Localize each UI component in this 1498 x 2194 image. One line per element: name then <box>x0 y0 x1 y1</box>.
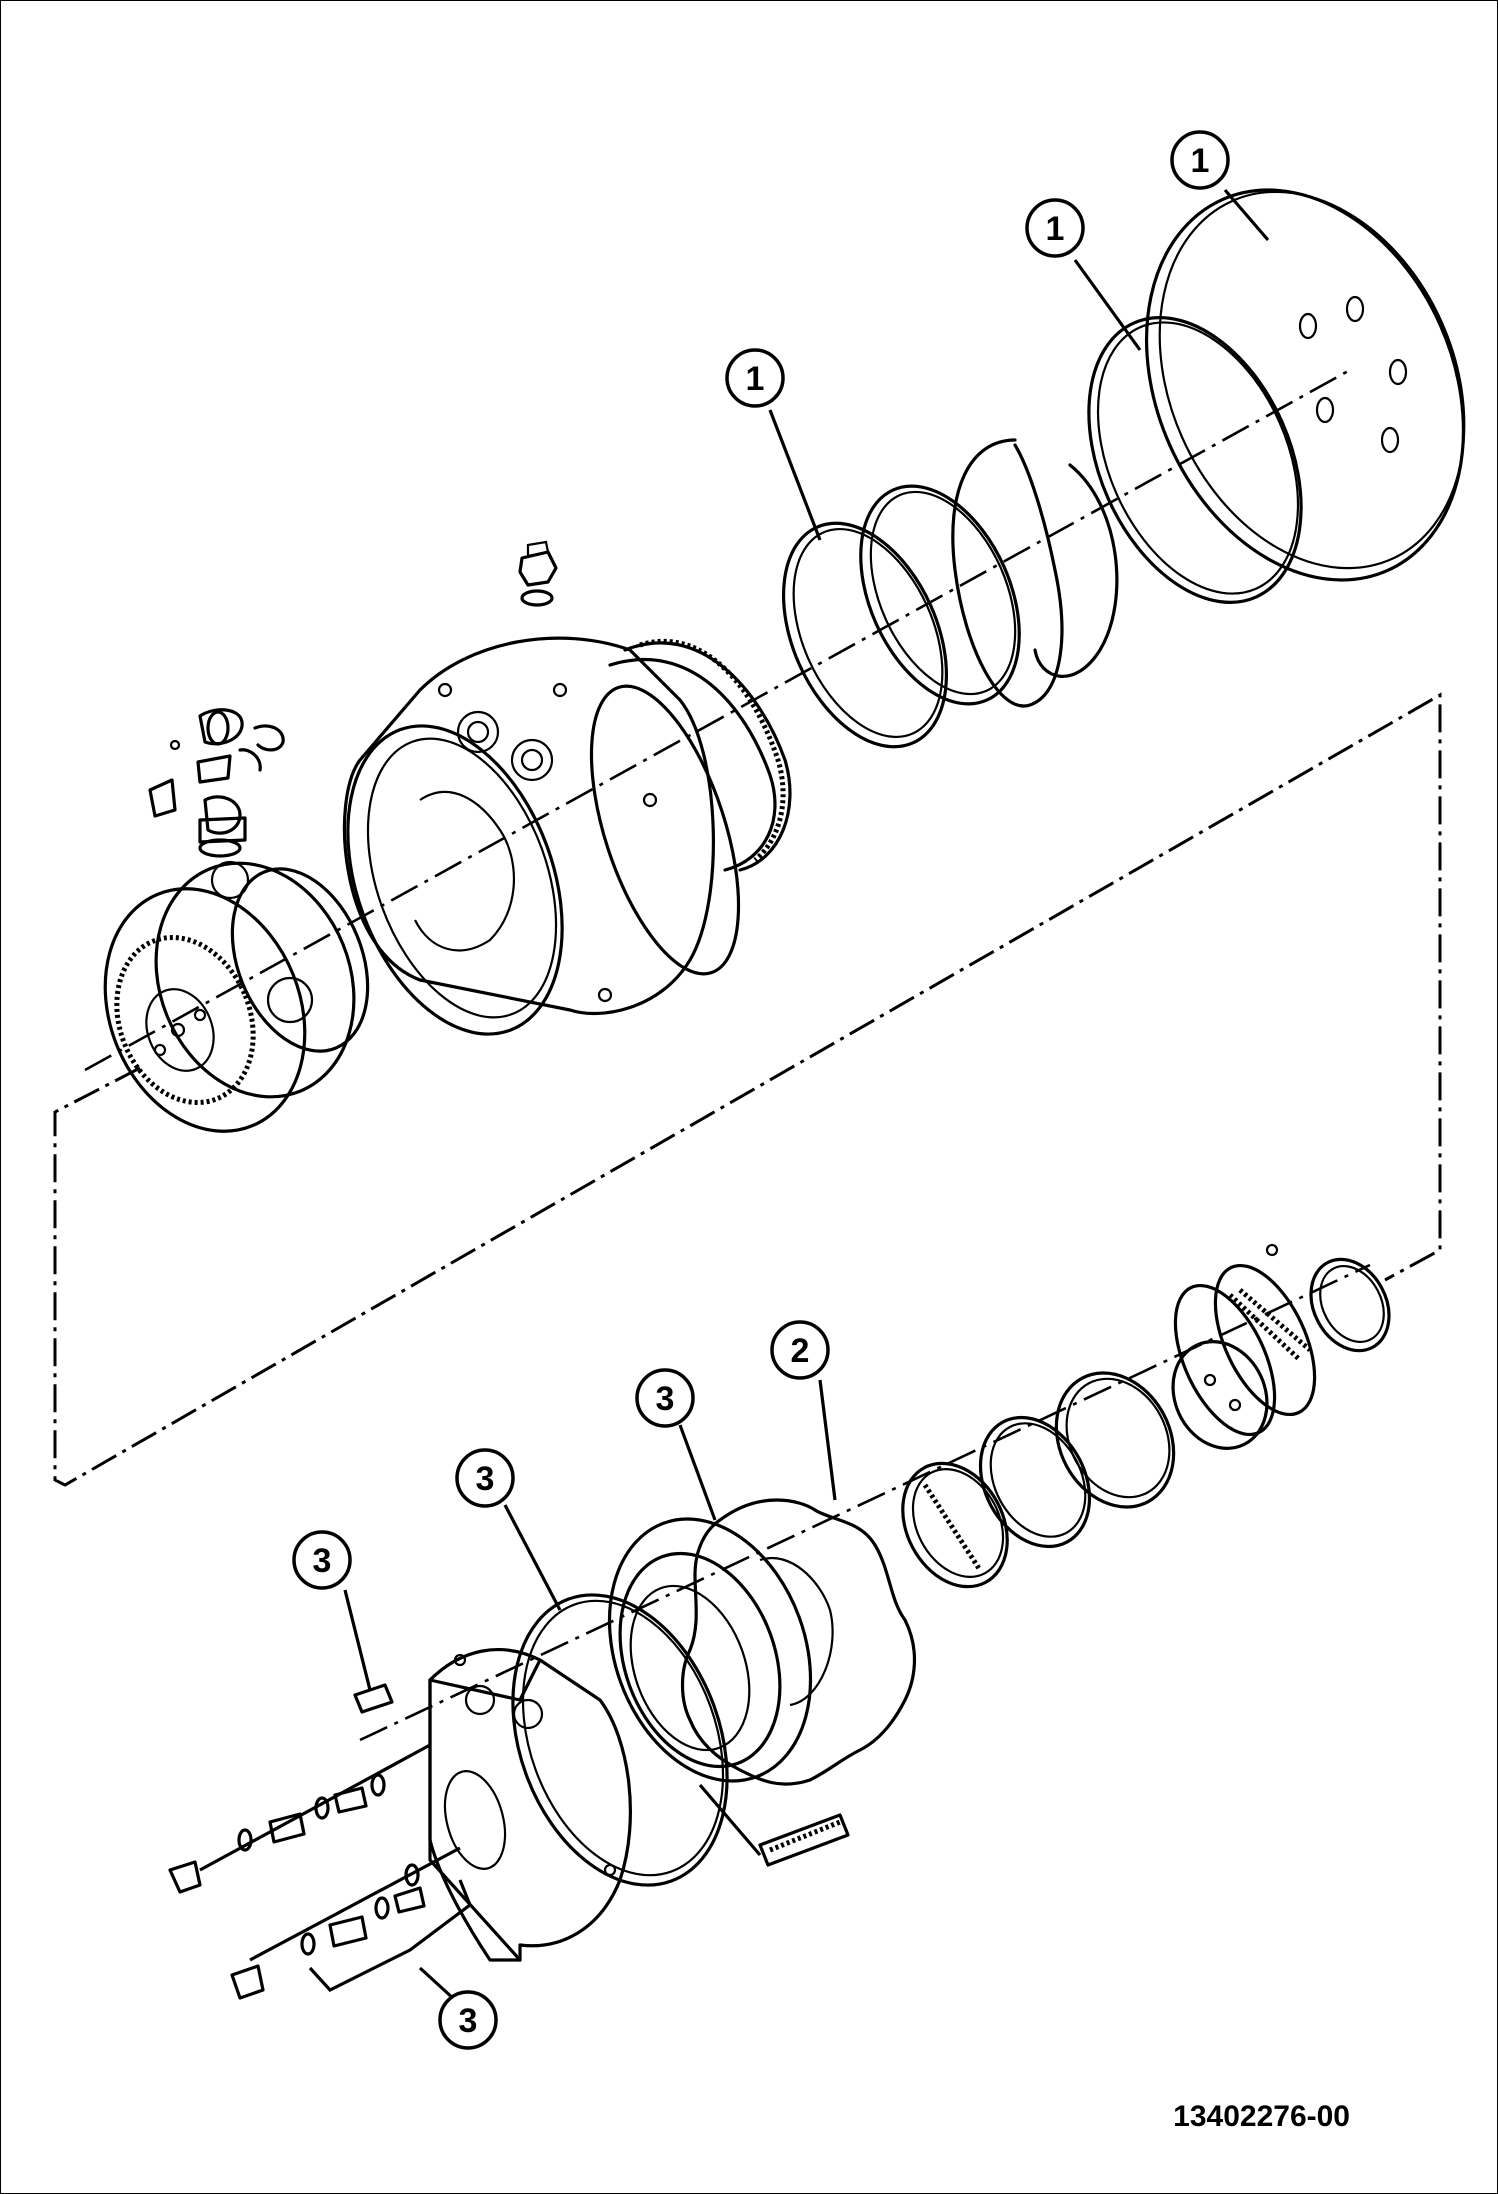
callout-3c-label: 3 <box>476 1460 495 1498</box>
callout-1c: 1 <box>725 348 822 541</box>
gerotor-seal <box>680 1498 916 1786</box>
callout-3a-label: 2 <box>791 1332 810 1370</box>
small-parts-kit <box>148 708 285 858</box>
plug-fitting <box>518 540 558 607</box>
callout-1a-label: 1 <box>1191 142 1210 180</box>
thrust-ring-2 <box>978 1415 1092 1549</box>
split-ring-2 <box>951 438 1064 708</box>
seal-ring-a <box>859 484 1021 706</box>
callout-1c-label: 1 <box>746 360 765 398</box>
cap-screw-long <box>698 1783 850 1867</box>
relief-valve-stack-1 <box>168 1743 431 1894</box>
snap-ring <box>1309 1257 1391 1353</box>
callout-3c: 3 <box>455 1448 562 1611</box>
wear-plate <box>607 1517 813 1783</box>
callout-2-bracket <box>308 1879 472 1992</box>
callout-1a: 1 <box>1170 130 1270 242</box>
port-housing <box>428 1648 633 1962</box>
callout-1b: 1 <box>1025 198 1142 351</box>
o-ring-large <box>1087 316 1303 604</box>
o-ring-lower <box>511 1593 729 1887</box>
drive-hub <box>103 860 370 1133</box>
callout-2: 3 <box>418 1966 498 2050</box>
callout-3d-label: 3 <box>313 1542 332 1580</box>
needle-bearing <box>608 638 792 872</box>
callout-3a: 2 <box>770 1320 837 1501</box>
callout-2-label: 3 <box>459 2002 478 2040</box>
split-ring-1 <box>1033 463 1119 678</box>
cap-screw-small <box>353 1683 394 1714</box>
callout-3b-label: 3 <box>656 1380 675 1418</box>
assembly-connector-line <box>53 692 1442 1487</box>
callout-1b-label: 1 <box>1046 210 1065 248</box>
lower-center-axis <box>359 1263 1371 1742</box>
thrust-ring-3 <box>901 1461 1009 1589</box>
lower-assembly <box>168 1243 1391 2000</box>
upper-assembly <box>53 188 1466 1487</box>
document-number: 13402276-00 <box>1173 2100 1350 2133</box>
relief-valve-stack-2 <box>230 1846 461 2000</box>
output-shaft <box>1171 1263 1317 1450</box>
callout-3d: 3 <box>292 1530 372 1691</box>
end-cover-plate <box>1144 188 1466 582</box>
main-housing <box>342 636 741 1036</box>
callout-3b: 3 <box>635 1368 717 1521</box>
upper-center-axis <box>84 368 1351 1072</box>
seal-ring-b <box>781 521 949 749</box>
